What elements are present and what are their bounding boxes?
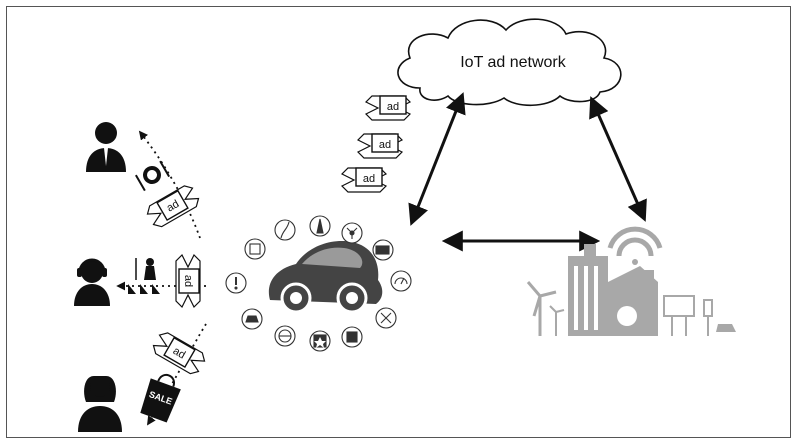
traffic-light-icon (703, 299, 713, 336)
road-icon (309, 215, 331, 237)
battery-icon (372, 239, 394, 261)
car-feature-icons (225, 215, 412, 352)
listener-with-headphones-icon (74, 258, 110, 306)
wifi-icon (607, 226, 663, 265)
cloud-label: IoT ad network (460, 54, 567, 71)
ad-label: ad (387, 101, 399, 113)
buildings-icon (568, 244, 658, 336)
wind-turbine-icon (526, 281, 565, 336)
ad-coupon-shopping: ad (152, 332, 206, 375)
ad-label: ad (171, 345, 188, 362)
ad-label: ad (379, 139, 391, 151)
cloud-city-arrow (589, 96, 647, 222)
gauge-icon (390, 270, 412, 292)
ad-coupon-concert: ad (175, 253, 201, 309)
network-icon (341, 222, 363, 244)
ad-label: ad (182, 275, 194, 287)
www-icon (274, 325, 296, 347)
restaurant-ad-path (138, 130, 201, 239)
woman-icon (78, 376, 122, 432)
ad-label: ad (363, 173, 375, 185)
ad-coupon-restaurant: ad (146, 185, 200, 228)
tools-icon (375, 307, 397, 329)
ad-coupon-1: ad (364, 95, 412, 121)
connected-car (268, 240, 383, 314)
ad-label: ad (165, 198, 182, 215)
restaurant-icon (135, 160, 170, 192)
ad-coupon-3: ad (340, 167, 388, 193)
iot-cloud: IoT ad network (397, 18, 622, 107)
billboard-icon (663, 295, 695, 336)
smart-city (526, 226, 736, 336)
businessman-icon (86, 122, 126, 172)
cloud-car-arrow (408, 92, 466, 226)
car-wash-icon (241, 308, 263, 330)
road-icon (274, 219, 296, 241)
shopping-bag-icon: SALE (140, 373, 181, 423)
map-icon (244, 238, 266, 260)
ad-coupon-2: ad (356, 133, 404, 159)
display-icon (341, 326, 363, 348)
small-car-icon (716, 324, 736, 336)
concert-icon (128, 258, 160, 294)
star-icon (309, 330, 331, 352)
warning-icon (225, 272, 247, 294)
